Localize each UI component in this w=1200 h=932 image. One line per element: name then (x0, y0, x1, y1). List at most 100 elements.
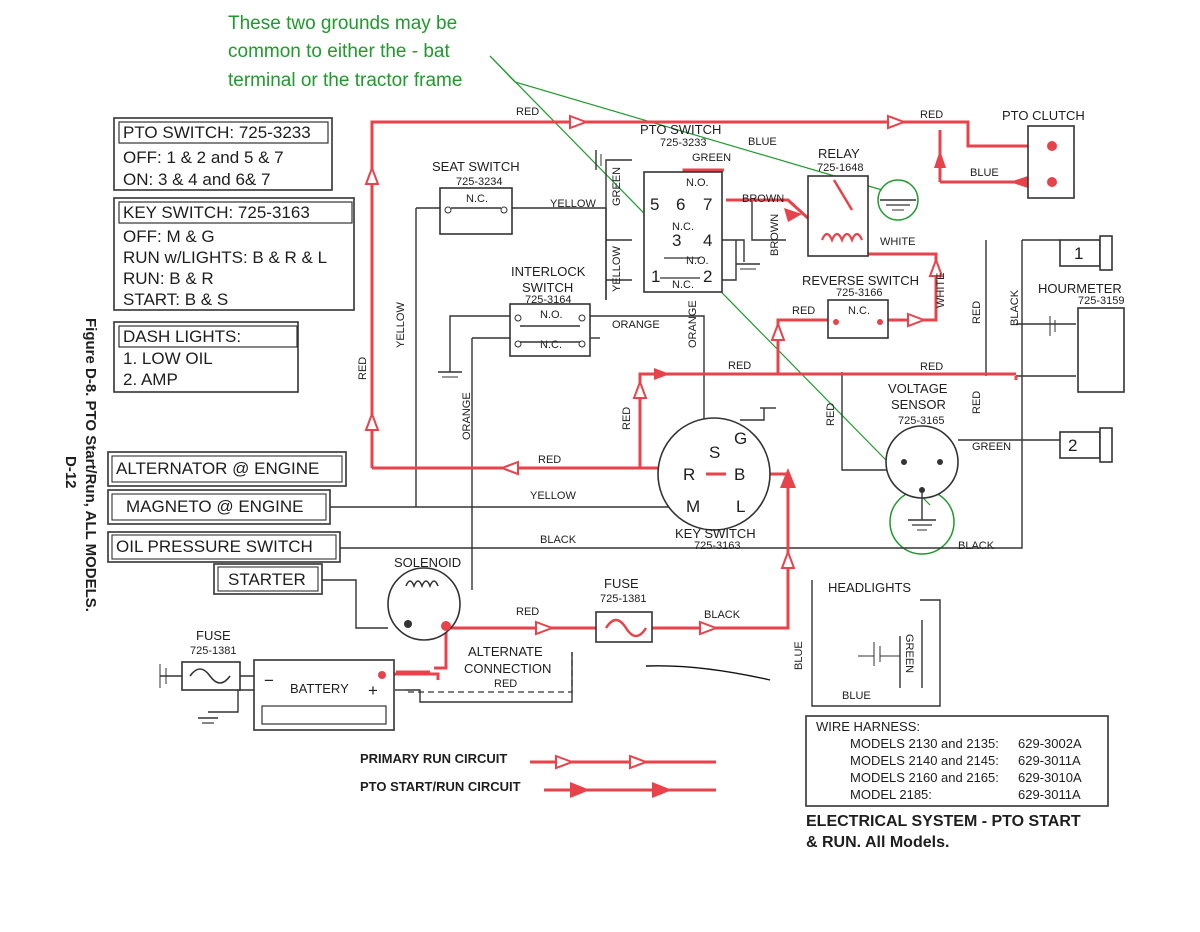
svg-text:3: 3 (672, 231, 681, 250)
svg-text:N.C.: N.C. (540, 339, 562, 351)
pto-legend-off: OFF: 1 & 2 and 5 & 7 (123, 148, 284, 167)
oil-pressure-box: OIL PRESSURE SWITCH (116, 537, 313, 556)
svg-text:629-3011A: 629-3011A (1018, 753, 1081, 768)
svg-text:N.O.: N.O. (686, 177, 709, 189)
pto-switch: PTO SWITCH 725-3233 N.O. 5 6 7 N.C. 3 4 … (640, 122, 723, 293)
svg-text:G: G (734, 429, 747, 448)
key-legend-title: KEY SWITCH: 725-3163 (123, 203, 310, 222)
svg-text:725-3159: 725-3159 (1078, 295, 1125, 307)
svg-text:BROWN: BROWN (742, 193, 784, 205)
svg-text:MODELS 2130 and 2135:: MODELS 2130 and 2135: (850, 736, 999, 751)
svg-text:629-3002A: 629-3002A (1018, 736, 1082, 751)
svg-text:629-3011A: 629-3011A (1018, 787, 1081, 802)
alternator-box: ALTERNATOR @ ENGINE (116, 459, 319, 478)
wire-labels: RED RED BLUE BLUE GREEN YELLOW BROWN WHI… (357, 106, 1021, 702)
svg-text:WHITE: WHITE (880, 236, 915, 248)
svg-text:N.O.: N.O. (540, 309, 563, 321)
lamp-2-label: 2 (1068, 436, 1077, 455)
svg-text:RED: RED (494, 678, 517, 690)
svg-text:725-3233: 725-3233 (660, 137, 707, 149)
footer-title-line-2: & RUN. All Models. (806, 834, 949, 851)
svg-text:725-1381: 725-1381 (600, 593, 647, 605)
svg-text:B: B (734, 465, 745, 484)
svg-text:BLUE: BLUE (748, 136, 777, 148)
annotation-line-1: These two grounds may be (228, 13, 457, 34)
side-title-line-2: D-12 (62, 456, 79, 489)
svg-text:RED: RED (516, 106, 539, 118)
annotation-line-2: common to either the - bat (228, 41, 450, 62)
svg-text:SOLENOID: SOLENOID (394, 555, 461, 570)
dash-lights-legend: DASH LIGHTS: 1. LOW OIL 2. AMP (113, 321, 299, 393)
svg-text:N.C.: N.C. (672, 221, 694, 233)
svg-text:INTERLOCK: INTERLOCK (511, 264, 586, 279)
svg-text:−: − (264, 671, 274, 690)
svg-text:725-1381: 725-1381 (190, 645, 237, 657)
pto-switch-legend: PTO SWITCH: 725-3233 OFF: 1 & 2 and 5 & … (113, 117, 333, 191)
pto-run-label: PTO START/RUN CIRCUIT (360, 779, 521, 794)
svg-text:5: 5 (650, 195, 659, 214)
svg-text:HOURMETER: HOURMETER (1038, 281, 1122, 296)
svg-text:KEY SWITCH: KEY SWITCH (675, 526, 756, 541)
voltage-sensor: VOLTAGE SENSOR 725-3165 (885, 381, 959, 531)
svg-text:FUSE: FUSE (604, 576, 639, 591)
svg-text:SEAT SWITCH: SEAT SWITCH (432, 159, 520, 174)
svg-text:RED: RED (792, 305, 815, 317)
svg-text:PTO SWITCH: PTO SWITCH (640, 122, 721, 137)
svg-text:N.C.: N.C. (848, 305, 870, 317)
svg-text:725-1648: 725-1648 (817, 162, 864, 174)
svg-text:2: 2 (703, 267, 712, 286)
svg-text:BLACK: BLACK (958, 540, 995, 552)
svg-text:BLUE: BLUE (970, 167, 999, 179)
svg-text:S: S (709, 443, 720, 462)
svg-text:7: 7 (703, 195, 712, 214)
battery-fuse: FUSE 725-1381 (159, 628, 241, 691)
footer-title-line-1: ELECTRICAL SYSTEM - PTO START (806, 813, 1081, 830)
svg-text:YELLOW: YELLOW (395, 302, 407, 348)
svg-text:MODELS 2160 and 2165:: MODELS 2160 and 2165: (850, 770, 999, 785)
svg-text:YELLOW: YELLOW (611, 246, 623, 292)
svg-text:N.C.: N.C. (672, 279, 694, 291)
svg-text:ALTERNATE: ALTERNATE (468, 644, 543, 659)
relay: RELAY 725-1648 (807, 146, 869, 257)
svg-text:CONNECTION: CONNECTION (464, 661, 551, 676)
svg-text:ORANGE: ORANGE (612, 319, 660, 331)
svg-text:N.C.: N.C. (466, 193, 488, 205)
dash-legend-2: 2. AMP (123, 370, 178, 389)
svg-text:YELLOW: YELLOW (550, 198, 596, 210)
svg-text:+: + (368, 681, 378, 700)
key-legend-run-lights: RUN w/LIGHTS: B & R & L (123, 248, 327, 267)
svg-text:RED: RED (538, 454, 561, 466)
svg-text:BLACK: BLACK (540, 534, 577, 546)
svg-text:629-3010A: 629-3010A (1018, 770, 1082, 785)
svg-text:MODELS 2140 and 2145:: MODELS 2140 and 2145: (850, 753, 999, 768)
svg-text:725-3165: 725-3165 (898, 415, 945, 427)
svg-text:GREEN: GREEN (903, 634, 915, 673)
annotation-note: These two grounds may be common to eithe… (228, 13, 462, 91)
svg-text:RED: RED (920, 109, 943, 121)
svg-text:RED: RED (728, 360, 751, 372)
annotation-line-3: terminal or the tractor frame (228, 70, 462, 91)
svg-text:725-3163: 725-3163 (694, 540, 741, 552)
footer-title: ELECTRICAL SYSTEM - PTO START & RUN. All… (806, 813, 1081, 851)
svg-text:GREEN: GREEN (972, 441, 1011, 453)
annotation-circle-relay-ground (877, 179, 919, 221)
starter-box: STARTER (228, 570, 306, 589)
svg-text:1: 1 (651, 267, 660, 286)
side-title: Figure D-8. PTO Start/Run, ALL MODELS. D… (62, 318, 99, 612)
flow-arrows (364, 114, 1028, 636)
svg-text:HEADLIGHTS: HEADLIGHTS (828, 580, 911, 595)
svg-text:RED: RED (621, 407, 633, 430)
svg-text:BLACK: BLACK (1009, 289, 1021, 326)
svg-text:N.O.: N.O. (686, 255, 709, 267)
key-legend-off: OFF: M & G (123, 227, 215, 246)
svg-text:GREEN: GREEN (692, 152, 731, 164)
grounds (438, 150, 916, 409)
svg-text:725-3166: 725-3166 (836, 287, 883, 299)
engine-boxes: ALTERNATOR @ ENGINE MAGNETO @ ENGINE OIL… (107, 451, 347, 595)
svg-text:RED: RED (357, 357, 369, 380)
pto-legend-on: ON: 3 & 4 and 6& 7 (123, 170, 270, 189)
svg-text:RED: RED (971, 391, 983, 414)
seat-switch: SEAT SWITCH 725-3234 N.C. (432, 159, 520, 235)
